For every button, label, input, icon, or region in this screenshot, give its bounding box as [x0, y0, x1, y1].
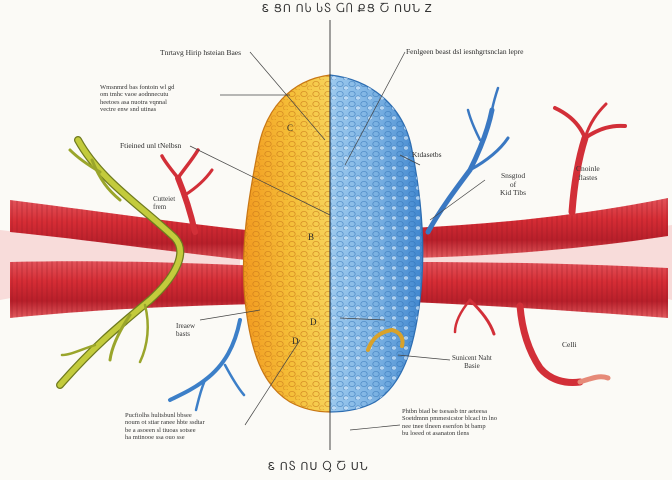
- label-left-lower: Ireaew basts: [176, 322, 196, 339]
- organ-marker-c: C: [287, 123, 294, 133]
- left-vessel-upper: [10, 200, 265, 262]
- label-right-cell: Celli: [562, 340, 577, 349]
- label-right-top: Fenlgeen beast dsl iesnhgrtsnclan lepre: [406, 47, 524, 56]
- label-left-mid: Ftieined unl tNelbsn: [120, 141, 182, 150]
- label-left-bottom: Pucfiolhs hultsbunl bbsee noum ot stiar …: [125, 412, 205, 442]
- right-vessel-lower: [410, 262, 668, 318]
- label-left-calfet: Cutteiet frem: [153, 195, 176, 212]
- label-right-upper: Snsgtod of Kid Tibs: [500, 171, 527, 198]
- right-organ-half: [329, 74, 424, 413]
- right-blue-branch: [425, 86, 510, 235]
- label-right-far: Cnoinle flastes: [576, 164, 600, 182]
- label-left-upper: Tnrtavg Hirip hsteian Baes: [160, 48, 242, 57]
- label-right-mid: Sunicent Naht Basie: [452, 354, 492, 371]
- right-red-branches: [453, 102, 627, 386]
- diagram-title-bottom: Ꮛ ՈႽ ՈՍ Ⴓ Ⴀ ՍՆ: [268, 461, 369, 473]
- left-nerve: [56, 136, 185, 389]
- label-right-kidney: Ktdasetbs: [412, 150, 442, 159]
- label-right-bottom: Phtbn biad be tsesasb tnr aeteesa Soetdm…: [402, 408, 497, 438]
- diagram-title-top: Ꮛ ՑՈ ՈႱ ႱႽ ႺႶ ՔՑ Ⴀ ՈՍՆ Ꮓ: [262, 3, 433, 15]
- left-vessel-lower: [10, 261, 260, 318]
- organ-marker-d2: D: [292, 336, 299, 346]
- left-organ-half: [242, 74, 331, 413]
- left-red-branches: [160, 148, 214, 235]
- label-left-block: Wmsnmrd bas fontoin wl gd om tmhc vaoe a…: [100, 84, 175, 114]
- organ-marker-d: D: [310, 317, 317, 327]
- left-blue-branch: [168, 318, 246, 412]
- organ-marker-b: B: [308, 232, 315, 242]
- duct-structure: [366, 327, 405, 352]
- right-vessel-upper: [410, 198, 668, 258]
- leader-lines: [189, 20, 486, 431]
